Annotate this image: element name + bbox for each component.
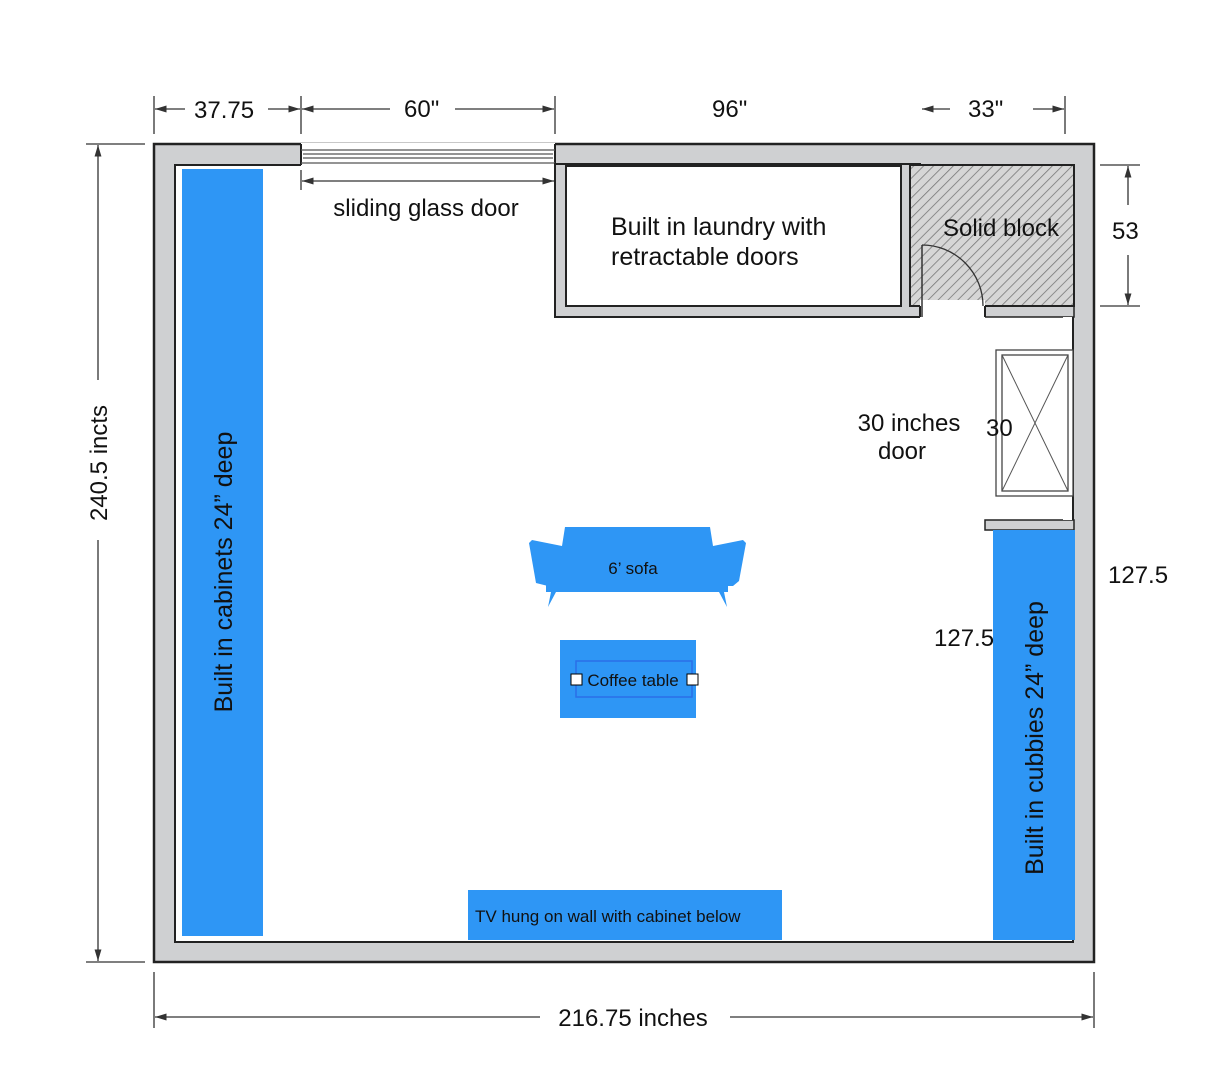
dimension-lines <box>86 96 1140 1028</box>
coffee-table[interactable] <box>560 640 699 718</box>
door-30-icon <box>995 349 1074 497</box>
laundry-label-2: retractable doors <box>611 243 799 271</box>
sliding-door-label: sliding glass door <box>333 195 518 222</box>
dim-top-laundry: 96" <box>712 96 747 123</box>
wall-segment <box>984 305 1075 318</box>
coffee-table-label: Coffee table <box>587 671 678 690</box>
dim-bottom-width: 216.75 inches <box>558 1005 707 1032</box>
laundry-label-1: Built in laundry with <box>611 213 826 241</box>
solid-block <box>909 164 1075 307</box>
laundry-closet <box>554 163 921 318</box>
tv-label: TV hung on wall with cabinet below <box>475 907 741 926</box>
built-in-cubbies[interactable] <box>993 530 1075 940</box>
dim-left-height: 240.5 incts <box>86 405 113 521</box>
dim-door-width: 30 <box>986 415 1013 442</box>
tv-cabinet[interactable] <box>468 890 782 940</box>
cabinets-label: Built in cabinets 24” deep <box>210 432 238 713</box>
resize-handle[interactable] <box>686 673 699 686</box>
door-swing-icon <box>919 244 986 318</box>
wall-segment <box>984 519 1075 531</box>
door-label-1: 30 inches <box>858 410 961 437</box>
built-in-cabinets[interactable] <box>182 169 263 936</box>
sliding-glass-door <box>300 143 556 166</box>
dim-right-block: 53 <box>1112 218 1139 245</box>
sofa-label: 6’ sofa <box>608 559 658 578</box>
solid-block-label: Solid block <box>943 215 1060 242</box>
dim-top-door: 60" <box>404 96 439 123</box>
sofa-icon[interactable] <box>529 527 746 607</box>
dim-right-lower: 127.5 <box>1108 562 1168 589</box>
door-label-2: door <box>878 438 926 465</box>
dim-top-left: 37.75 <box>194 97 254 124</box>
dim-top-right: 33" <box>968 96 1003 123</box>
resize-handle[interactable] <box>570 673 583 686</box>
dim-inner-lower: 127.5 <box>934 625 994 652</box>
cubbies-label: Built in cubbies 24” deep <box>1021 601 1049 875</box>
